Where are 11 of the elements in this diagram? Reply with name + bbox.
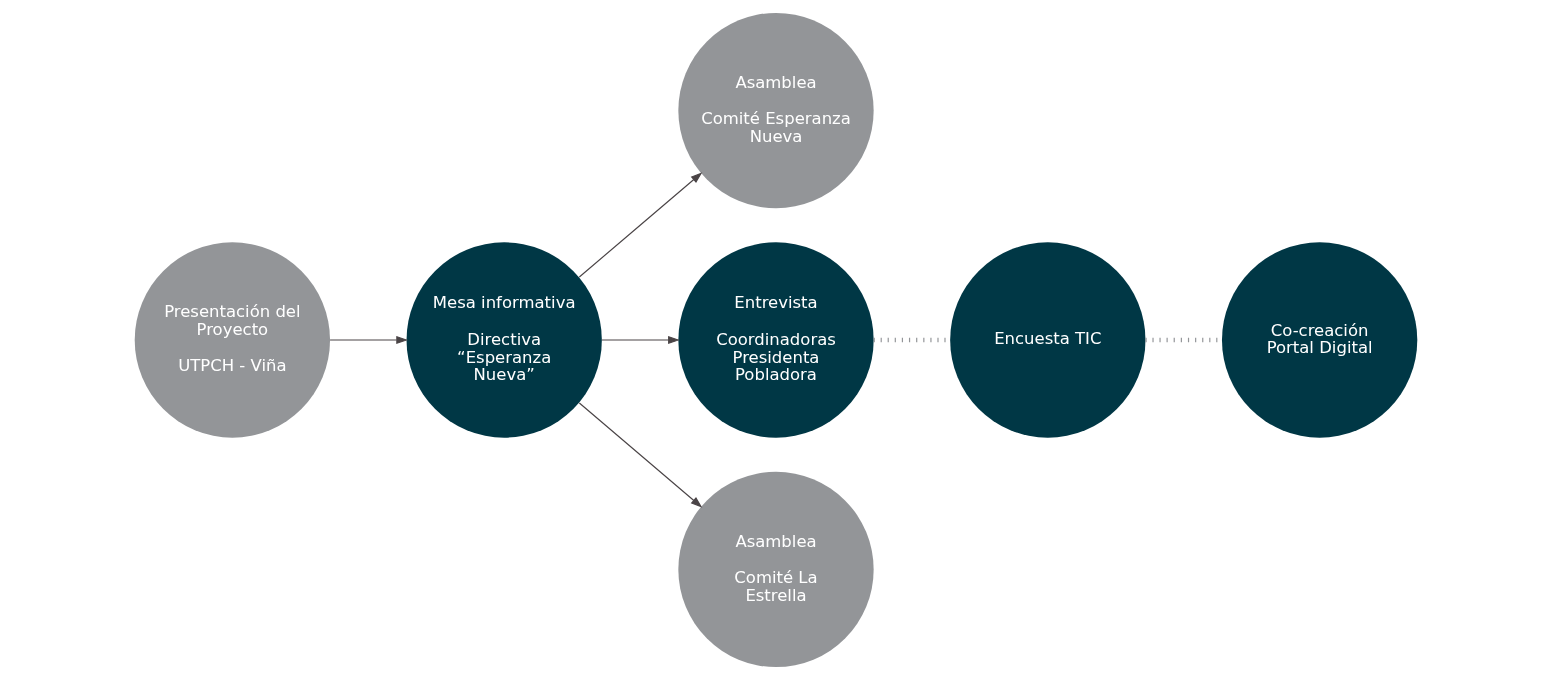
node-circle: Presentación del Proyecto UTPCH - Viña bbox=[134, 242, 330, 438]
arrow bbox=[600, 335, 680, 345]
node-circle: Entrevista Coordinadoras Presidenta Pobladora bbox=[677, 242, 874, 438]
arrow bbox=[329, 335, 408, 345]
node-circle: Asamblea Comité La Estrella bbox=[677, 471, 874, 668]
node-circle: Asamblea Comité Esperanza Nueva bbox=[677, 12, 874, 209]
arrow bbox=[578, 172, 702, 278]
arrow bbox=[578, 402, 702, 508]
node-circle: Mesa informativa Directiva “Esperanza Nueva” bbox=[406, 242, 602, 438]
node-circle: Encuesta TIC bbox=[949, 242, 1145, 438]
node-circle: Co-creación Portal Digital bbox=[1221, 242, 1417, 438]
